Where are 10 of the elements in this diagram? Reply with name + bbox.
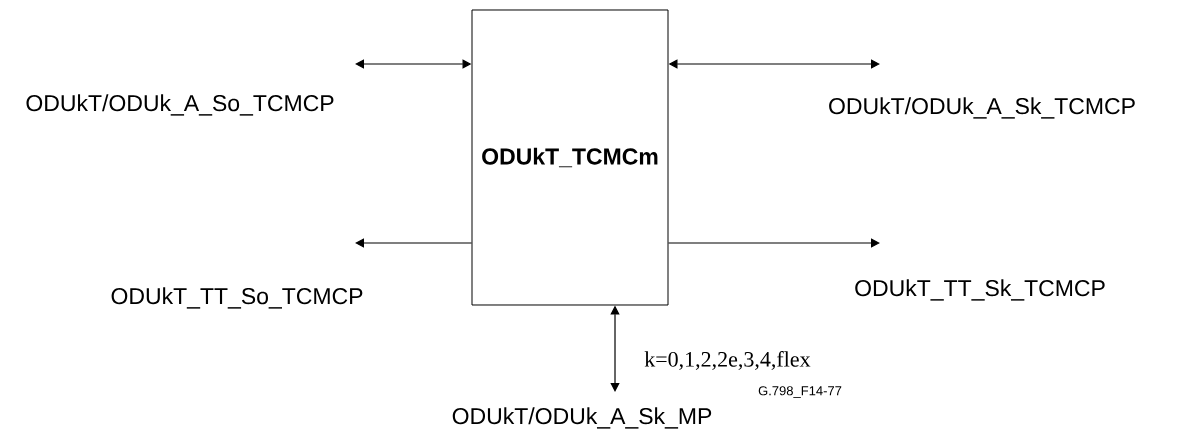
port-label: ODUkT_TT_So_TCMCP bbox=[111, 287, 363, 309]
port-label: ODUkT/ODUk_A_Sk_MP bbox=[452, 407, 712, 429]
port-label: ODUkT_TT_Sk_TCMCP bbox=[855, 279, 1105, 301]
arrow bbox=[667, 238, 880, 248]
port-label: ODUkT/ODUk_A_So_TCMCP bbox=[26, 94, 334, 116]
port-label: ODUkT/ODUk_A_Sk_TCMCP bbox=[829, 97, 1135, 119]
figure-number: G.798_F14-77 bbox=[758, 386, 842, 398]
function-box: ODUkT_TCMCm bbox=[471, 9, 669, 306]
arrow bbox=[355, 238, 473, 248]
edge-label: k=0,1,2,2e,3,4,flex bbox=[644, 351, 811, 370]
